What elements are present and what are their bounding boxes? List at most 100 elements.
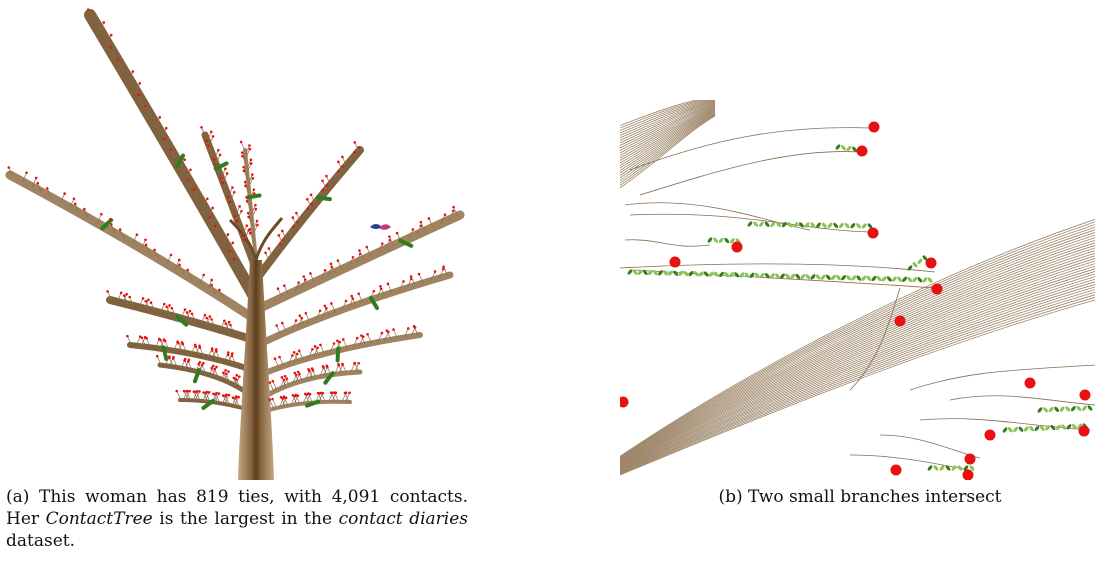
fruit xyxy=(285,377,289,380)
fruit xyxy=(25,171,28,175)
caption-a-label: (a) xyxy=(6,487,30,507)
twig xyxy=(106,34,112,45)
fruit xyxy=(223,319,226,323)
leaf xyxy=(1048,406,1054,413)
twig xyxy=(288,355,293,365)
zoomed-branches xyxy=(620,100,1095,476)
leaf xyxy=(714,271,719,277)
fruit xyxy=(209,130,213,134)
fruit xyxy=(234,395,238,398)
branch-line xyxy=(620,232,1095,460)
fruit xyxy=(412,325,416,328)
leaf xyxy=(851,275,857,281)
leaf xyxy=(688,270,694,277)
branch-line xyxy=(620,113,716,181)
leaf xyxy=(642,269,648,276)
twig xyxy=(215,154,221,164)
twig xyxy=(129,296,134,307)
fruit xyxy=(298,372,301,376)
twig xyxy=(237,211,242,221)
twig xyxy=(246,201,252,211)
leaf xyxy=(917,277,923,283)
fruit xyxy=(309,193,313,197)
leaf xyxy=(1071,423,1077,430)
fruit xyxy=(229,323,232,327)
twig xyxy=(322,180,327,190)
fruit xyxy=(212,392,215,396)
fruit xyxy=(211,206,214,210)
branch xyxy=(106,296,258,344)
twig xyxy=(330,392,336,402)
fruit xyxy=(251,176,255,180)
twig xyxy=(206,131,212,142)
leaf xyxy=(1077,423,1083,429)
twig xyxy=(8,167,14,177)
branch-line xyxy=(620,229,1095,460)
fruit xyxy=(228,249,231,253)
twig xyxy=(291,374,297,385)
fruit xyxy=(731,241,743,253)
fruit xyxy=(321,365,325,368)
fruit xyxy=(155,354,159,358)
twig xyxy=(292,221,298,232)
twig xyxy=(308,393,313,403)
twig xyxy=(246,163,252,173)
fruit xyxy=(358,249,361,252)
twig xyxy=(187,269,192,280)
fruit xyxy=(172,355,175,359)
leaf xyxy=(927,277,933,283)
twig xyxy=(170,149,175,159)
twig xyxy=(185,390,190,401)
fruit xyxy=(323,304,327,308)
twig xyxy=(327,266,333,277)
fruit xyxy=(890,464,902,476)
twig xyxy=(145,244,151,254)
twig xyxy=(225,323,231,333)
twig xyxy=(320,392,326,403)
fruit xyxy=(280,229,284,233)
twig xyxy=(428,218,434,228)
fruit xyxy=(388,238,392,242)
twig xyxy=(140,337,146,347)
branch xyxy=(127,342,255,373)
twig xyxy=(214,225,220,235)
leaf xyxy=(830,274,836,281)
twig xyxy=(251,208,257,219)
branch-line xyxy=(620,239,1095,462)
fruit xyxy=(187,358,191,362)
twig xyxy=(122,294,128,304)
fruit xyxy=(282,238,285,242)
fruit xyxy=(109,223,113,226)
fruit xyxy=(395,231,399,235)
twig xyxy=(223,234,229,244)
twig xyxy=(195,391,200,401)
fruit xyxy=(149,301,153,304)
leaf xyxy=(1043,407,1048,413)
fruit xyxy=(63,192,66,195)
twig xyxy=(304,393,310,404)
leaf xyxy=(658,270,663,276)
leaf-cluster xyxy=(305,399,321,408)
leaf xyxy=(861,223,867,229)
fruit xyxy=(268,398,271,402)
fruit xyxy=(279,395,283,399)
fruit xyxy=(406,327,410,330)
fruit xyxy=(271,397,274,401)
leaf xyxy=(673,270,679,276)
fruit xyxy=(433,270,437,273)
fruit xyxy=(183,357,187,361)
twig xyxy=(358,293,364,303)
leaf xyxy=(744,272,750,278)
fruit xyxy=(1024,377,1036,389)
fruit xyxy=(357,292,360,295)
branch xyxy=(252,146,364,284)
fruit xyxy=(319,343,322,347)
fruit xyxy=(170,306,174,310)
leaf xyxy=(780,273,785,279)
fruit xyxy=(254,207,258,211)
fruit xyxy=(333,391,336,395)
fruit xyxy=(242,238,246,242)
leaf xyxy=(1034,425,1040,432)
fruit xyxy=(277,234,281,237)
leaf xyxy=(693,271,699,277)
